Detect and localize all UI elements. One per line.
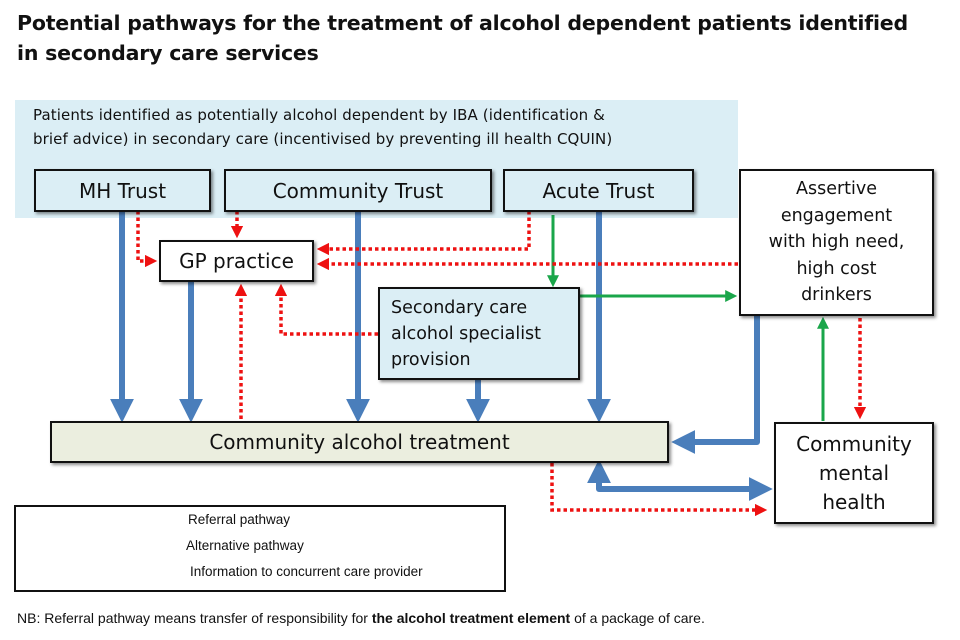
assertive-line-1: Assertive <box>795 179 877 200</box>
banner-line-2: brief advice) in secondary care (incenti… <box>33 130 613 148</box>
legend-alternative-label: Alternative pathway <box>186 538 304 553</box>
gp-practice-label: GP practice <box>179 249 294 273</box>
banner-text: Patients identified as potentially alcoh… <box>33 103 733 151</box>
community-trust-label: Community Trust <box>272 178 444 203</box>
legend-information-label: Information to concurrent care provider <box>190 564 423 579</box>
legend <box>14 505 506 592</box>
mh-trust-label: MH Trust <box>78 178 167 203</box>
secondary-care-specialist-node: Secondary care alcohol specialist provis… <box>378 287 580 380</box>
information-arrow-mh-to-gp <box>136 211 158 268</box>
community-trust-node: Community Trust <box>224 169 492 212</box>
community-mental-health-node: Community mental health <box>774 422 934 524</box>
mental-health-line-2: mental <box>818 460 890 485</box>
secondary-care-line-2: alcohol specialist <box>391 323 542 344</box>
mental-health-line-1: Community <box>796 431 912 456</box>
footnote: NB: Referral pathway means transfer of r… <box>17 610 705 626</box>
assertive-line-2: engagement <box>780 205 893 226</box>
footnote-prefix: NB: Referral pathway means transfer of r… <box>17 610 372 626</box>
title-line-1: Potential pathways for the treatment of … <box>17 11 908 35</box>
secondary-care-line-3: provision <box>391 349 471 370</box>
title-line-2: in secondary care services <box>17 41 319 65</box>
gp-practice-node: GP practice <box>159 240 314 282</box>
legend-referral-label: Referral pathway <box>188 512 291 527</box>
footnote-suffix: of a package of care. <box>570 610 705 626</box>
mh-trust-node: MH Trust <box>34 169 211 212</box>
secondary-care-line-1: Secondary care <box>391 297 528 318</box>
banner-line-1: Patients identified as potentially alcoh… <box>33 106 605 124</box>
community-alcohol-treatment-label: Community alcohol treatment <box>209 430 510 454</box>
acute-trust-node: Acute Trust <box>503 169 694 212</box>
assertive-line-5: drinkers <box>801 285 872 306</box>
referral-arrow-community-alcohol-mental-health <box>596 475 773 501</box>
referral-arrow-assertive-to-community-alcohol <box>671 316 760 454</box>
mental-health-line-3: health <box>822 489 886 514</box>
acute-trust-label: Acute Trust <box>542 178 655 203</box>
community-alcohol-treatment-node: Community alcohol treatment <box>50 421 669 463</box>
assertive-line-4: high cost <box>796 258 877 279</box>
footnote-bold: the alcohol treatment element <box>371 610 571 626</box>
information-arrow-acute-to-gp <box>316 211 531 256</box>
information-arrow-community-alcohol-to-mental-health <box>550 463 768 517</box>
information-arrow-secondary-to-gp <box>274 283 378 336</box>
diagram-title: Potential pathways for the treatment of … <box>17 8 947 68</box>
assertive-engagement-node: Assertive engagement with high need, hig… <box>739 169 934 316</box>
assertive-line-3: with high need, <box>768 232 905 253</box>
